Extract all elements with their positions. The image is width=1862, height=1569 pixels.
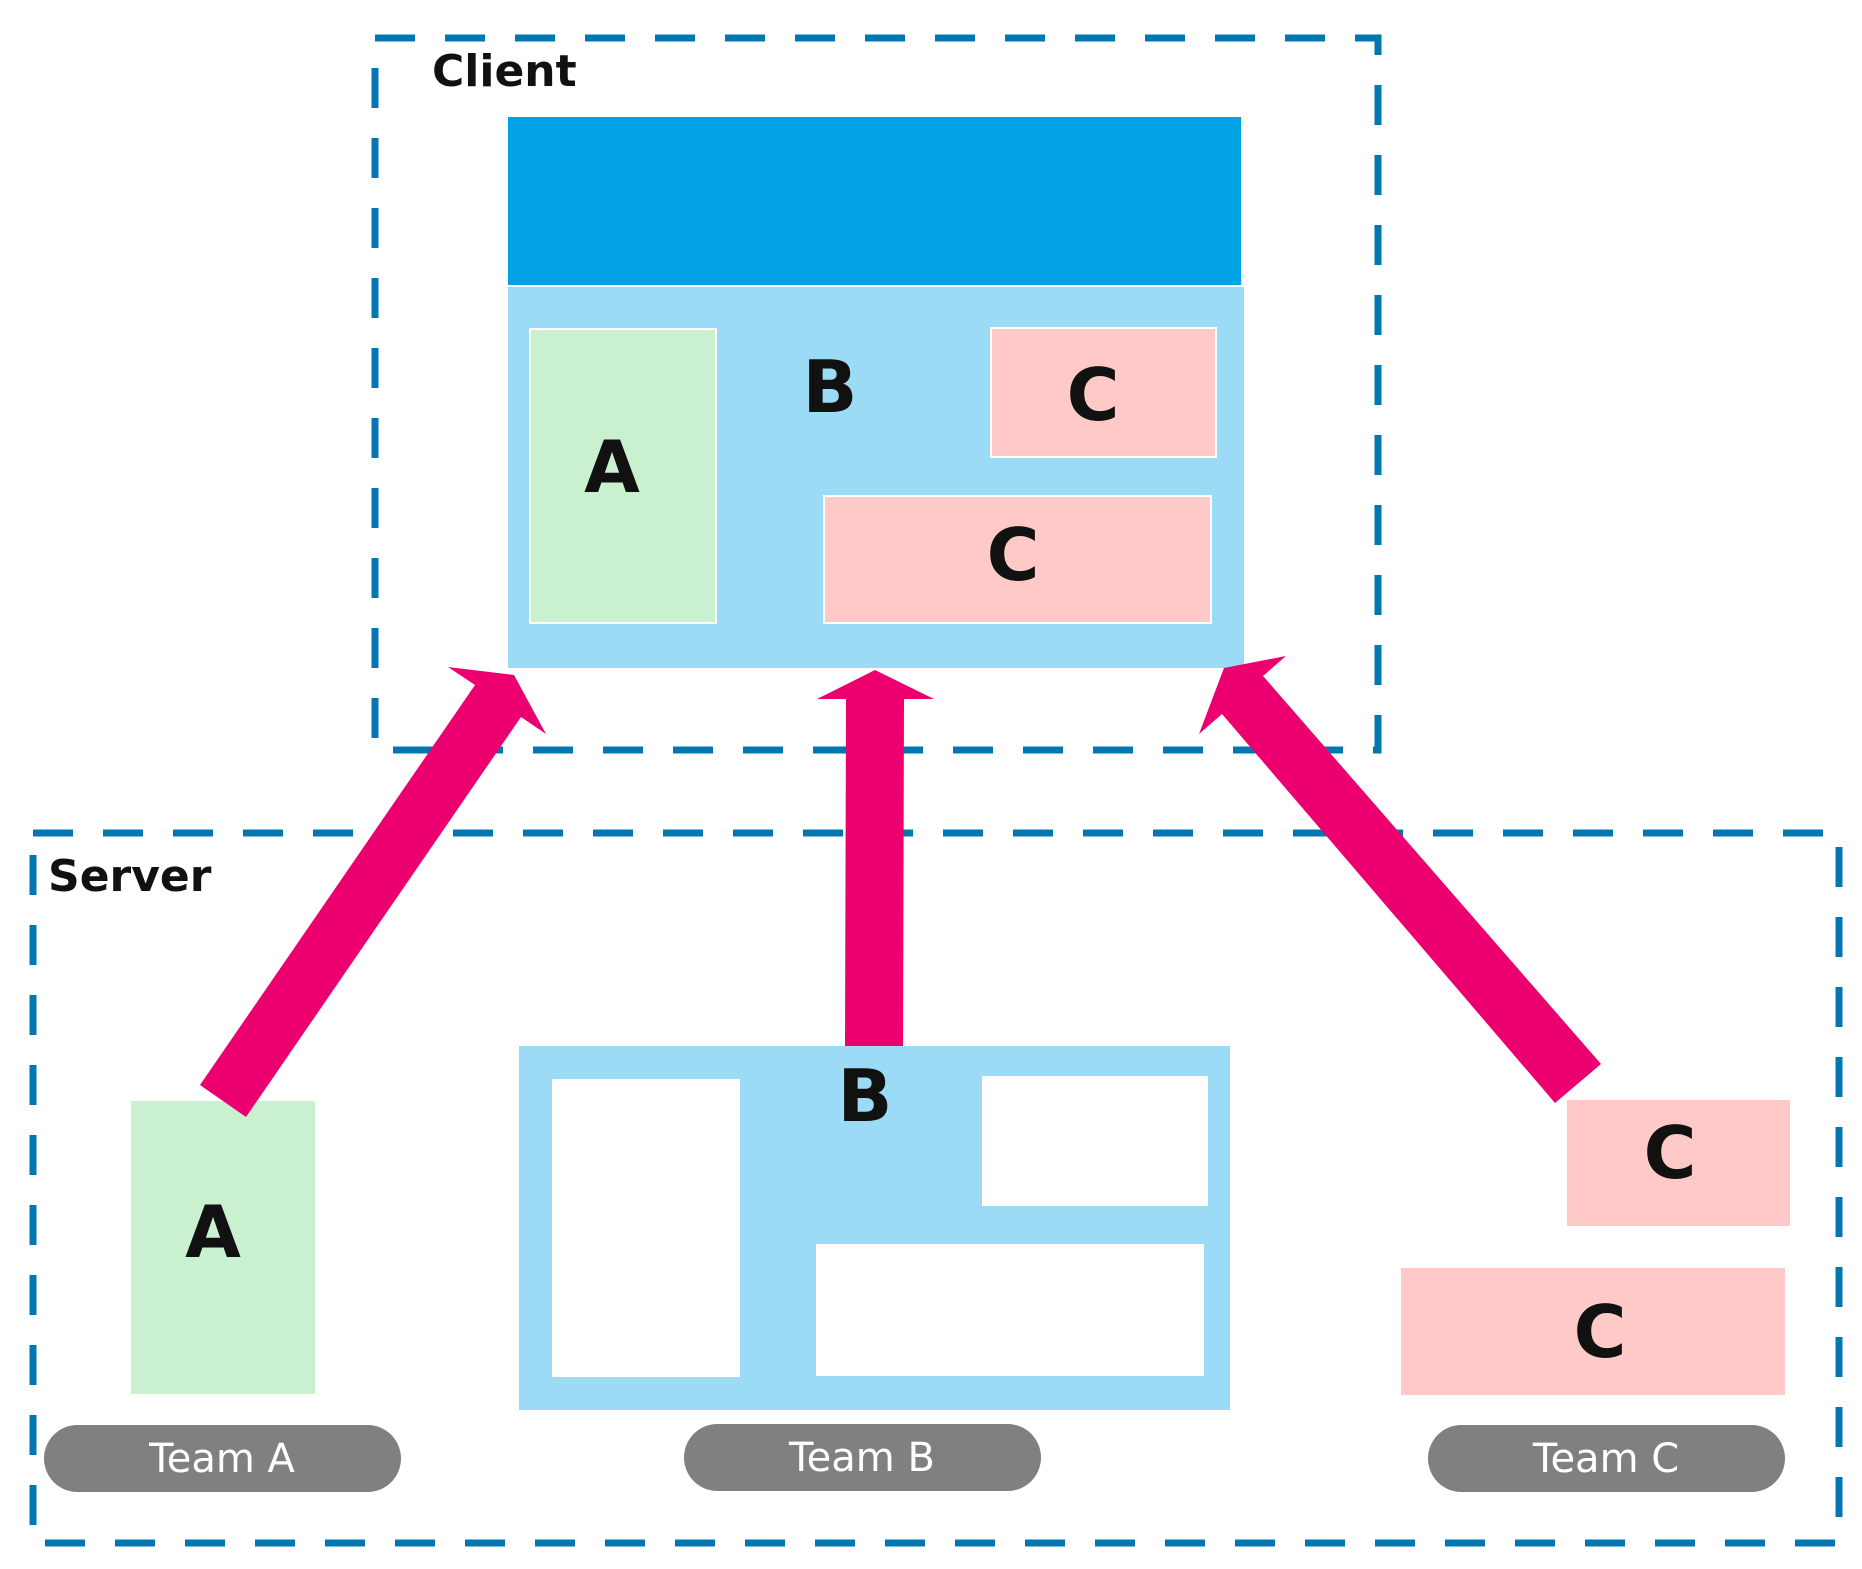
team-b-label: Team B	[788, 1435, 935, 1481]
server-fragment-b-label: B	[838, 1054, 893, 1138]
client-fragment-c-bottom-label: C	[987, 513, 1040, 597]
client-fragment-a	[529, 328, 717, 624]
server-fragment-a-label: A	[185, 1190, 241, 1274]
team-a-label: Team A	[148, 1436, 295, 1482]
server-slot-top-right	[982, 1076, 1208, 1206]
server-zone-label: Server	[48, 851, 212, 902]
client-fragment-b-label: B	[803, 345, 858, 429]
client-fragment-c-top	[990, 327, 1217, 458]
client-fragment-c-top-label: C	[1067, 353, 1120, 437]
client-zone-border	[371, 34, 1382, 754]
team-c-label: Team C	[1532, 1436, 1679, 1482]
client-fragment-a-label: A	[584, 425, 640, 509]
arrow-team-c-to-client	[1199, 656, 1601, 1103]
server-slot-left	[552, 1079, 740, 1377]
client-fragment-c-bottom	[823, 495, 1212, 624]
team-a-pill	[44, 1425, 401, 1492]
client-header-bar	[508, 117, 1241, 285]
server-fragment-a	[131, 1101, 315, 1394]
arrow-team-a-to-client	[200, 667, 546, 1117]
server-fragment-c-top-label: C	[1644, 1111, 1697, 1195]
team-c-pill	[1428, 1425, 1785, 1492]
server-fragment-c-top	[1567, 1100, 1790, 1226]
team-b-pill	[684, 1424, 1041, 1491]
server-fragment-c-bottom-label: C	[1574, 1290, 1627, 1374]
client-zone-label: Client	[432, 46, 577, 97]
server-fragment-c-bottom	[1401, 1268, 1785, 1395]
server-slot-bottom-right	[816, 1244, 1204, 1376]
arrow-team-b-to-client	[817, 670, 934, 1046]
